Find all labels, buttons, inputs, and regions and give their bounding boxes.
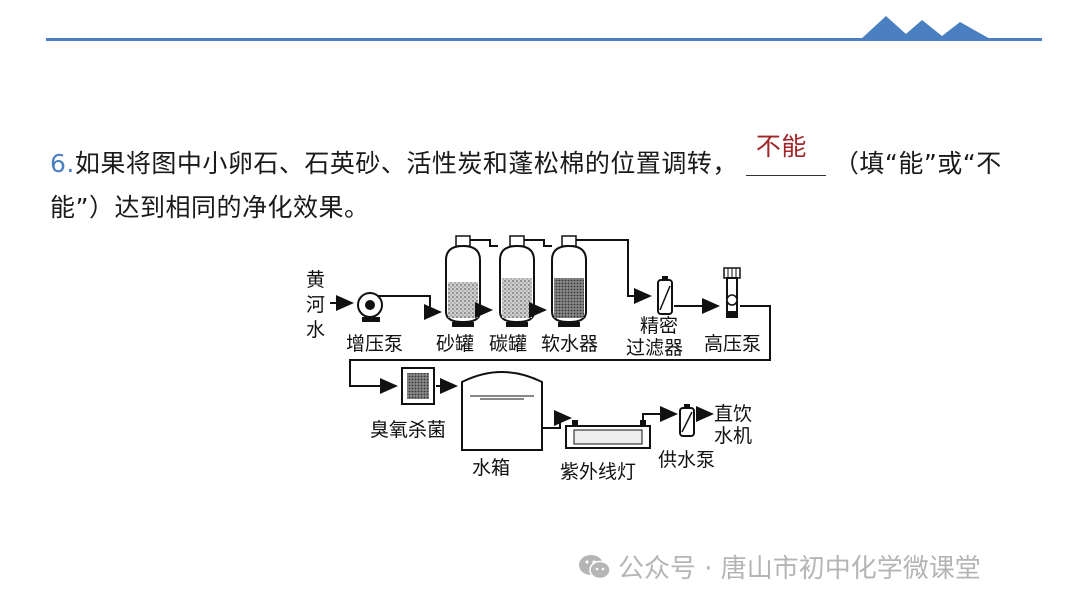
- source-river-label: 黄河水: [306, 269, 325, 341]
- source-label-char: 黄: [306, 269, 325, 291]
- uv-lamp-label: 紫外线灯: [560, 461, 636, 483]
- wechat-icon: [579, 554, 611, 579]
- supply-pump-label: 供水泵: [658, 449, 715, 471]
- water-tank-label: 水箱: [472, 457, 510, 479]
- mountain-logo-icon: [860, 16, 992, 40]
- question-stem: 如果将图中小卵石、石英砂、活性炭和蓬松棉的位置调转，: [74, 149, 738, 178]
- uv-lamp-icon: [565, 420, 651, 449]
- water-tank-icon: [461, 371, 543, 451]
- question-number: 6.: [50, 149, 75, 178]
- question-text: 6.如果将图中小卵石、石英砂、活性炭和蓬松棉的位置调转， 不能（填“能”或“不能”…: [50, 132, 1030, 230]
- carbon-tank-icon: [499, 235, 535, 327]
- high-pressure-pump-label: 高压泵: [704, 333, 761, 355]
- carbon-tank-label: 碳罐: [489, 333, 527, 355]
- answer-blank: 不能: [745, 132, 826, 176]
- high-pressure-pump-icon: [723, 267, 741, 318]
- ozone-label: 臭氧杀菌: [370, 419, 446, 441]
- booster-pump-label: 增压泵: [346, 333, 403, 355]
- source-label-char: 水: [306, 319, 325, 341]
- source-label-char: 河: [306, 294, 325, 316]
- header-divider: [46, 38, 1042, 41]
- dispenser-label-2: 水机: [714, 425, 752, 447]
- precision-filter-icon: [657, 276, 673, 315]
- watermark-text: 公众号 · 唐山市初中化学微课堂: [618, 554, 981, 584]
- softener-label: 软水器: [541, 333, 598, 355]
- booster-pump-icon: [357, 292, 383, 322]
- ozone-sterilizer-icon: [401, 367, 435, 405]
- sand-tank-label: 砂罐: [436, 333, 474, 355]
- question-tail: （填“能”或“不能”）达到相同的净化效果。: [50, 149, 1002, 222]
- dispenser-label-1: 直饮: [714, 403, 752, 425]
- precision-filter-label-2: 过滤器: [626, 337, 683, 359]
- sand-tank-icon: [445, 235, 481, 327]
- answer-text: 不能: [755, 132, 807, 161]
- supply-pump-icon: [679, 404, 695, 437]
- precision-filter-label-1: 精密: [640, 315, 678, 337]
- softener-tank-icon: [551, 235, 587, 327]
- watermark: 公众号 · 唐山市初中化学微课堂: [578, 548, 981, 585]
